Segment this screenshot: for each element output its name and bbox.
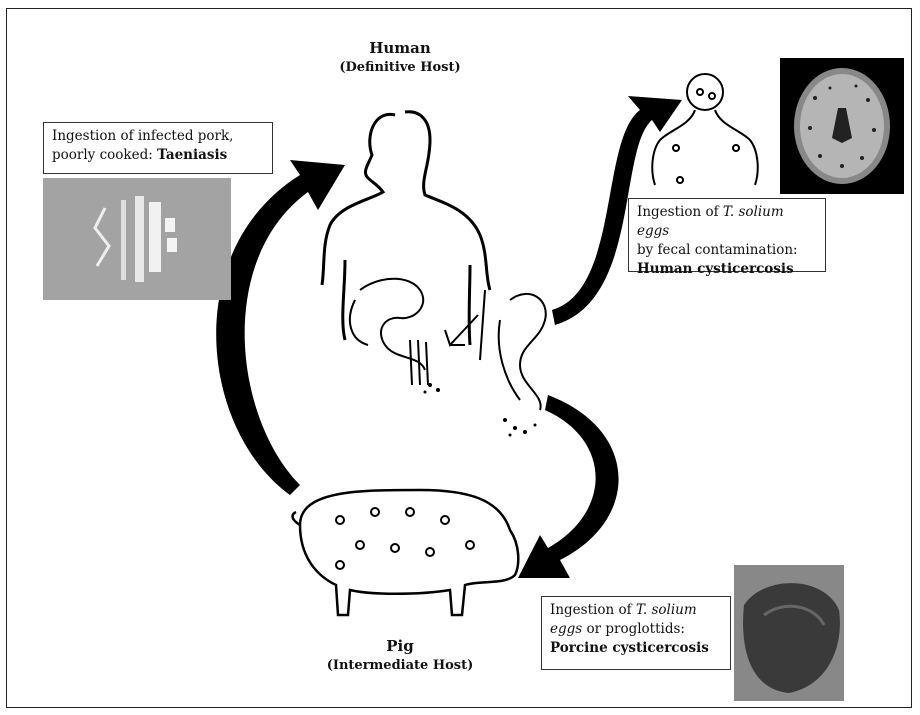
tapeworm-segments-photo [43,178,231,300]
human-subtitle: (Definitive Host) [310,58,490,78]
infected-pork-photo [734,565,844,701]
human-title: Human [310,38,490,58]
pc-eggs: eggs [550,621,582,637]
pig-title: Pig [300,636,500,656]
egg-dots [424,383,537,437]
taeniasis-line2: poorly cooked: [52,147,157,163]
intestines-left [350,279,428,385]
hc-line2: by fecal contamination: [637,241,817,260]
taeniasis-term: Taeniasis [157,147,227,163]
pig-host-title: Pig (Intermediate Host) [300,636,500,676]
porcine-cysticercosis-label: Ingestion of T. solium eggs or proglotti… [541,596,731,670]
human-figure [322,112,490,345]
human-cysticercosis-label: Ingestion of T. solium eggs by fecal con… [628,198,826,272]
hc-line1-post: eggs [637,223,669,239]
hc-term: Human cysticercosis [637,261,794,277]
taeniasis-line1: Ingestion of infected pork, [52,127,264,146]
hc-line1-pre: Ingestion of [637,204,723,220]
pc-line1-pre: Ingestion of [550,602,636,618]
human-host-title: Human (Definitive Host) [310,38,490,78]
ingestion-arrow [445,315,478,345]
pc-term: Porcine cysticercosis [550,640,709,656]
pig-subtitle: (Intermediate Host) [300,656,500,676]
pc-species: T. solium [636,602,697,618]
intestines-right [480,290,546,410]
brain-mri-scan [780,58,904,194]
pig-figure [293,490,519,615]
pc-line2-post: or proglottids: [582,621,685,637]
hc-species: T. solium [723,204,784,220]
cysticercosis-human-figure [652,74,757,185]
arrow-pig-to-human [216,160,345,495]
taeniasis-label: Ingestion of infected pork, poorly cooke… [43,122,273,174]
arrow-human-to-pig [518,395,619,578]
